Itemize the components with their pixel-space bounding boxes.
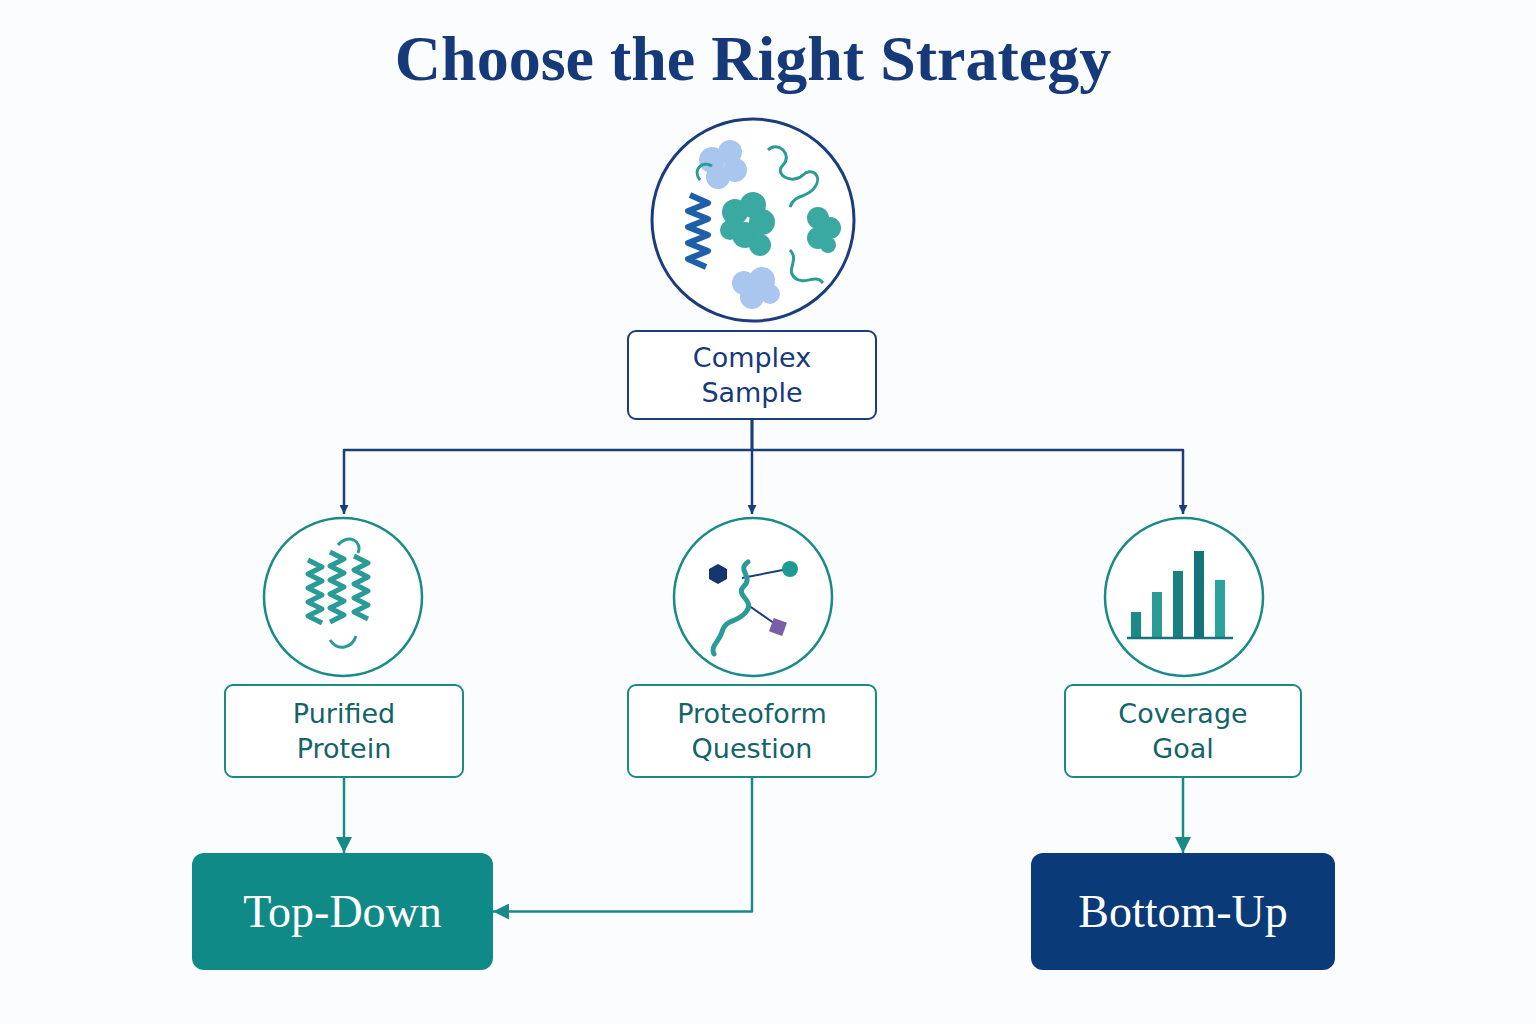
square-mod (769, 618, 787, 636)
teal-blob (720, 192, 841, 256)
diagram-title: Choose the Right Strategy (0, 22, 1506, 96)
coverage-icon (1105, 518, 1263, 676)
coil (697, 164, 823, 283)
bar (1194, 551, 1204, 638)
sample-illustration (652, 119, 854, 321)
bar (1173, 571, 1183, 638)
protein-icon (264, 518, 422, 676)
sample-circle (652, 119, 854, 321)
node-label: Coverage Goal (1093, 696, 1273, 766)
node-label: Complex Sample (662, 340, 842, 410)
label-box: Purified Protein (224, 684, 464, 778)
source-box: Complex Sample (627, 115, 877, 420)
helix (688, 195, 708, 267)
axis (1127, 637, 1233, 640)
flow-arrow (343, 778, 346, 853)
condition-box: Coverage Goal (1064, 514, 1302, 778)
bar (1152, 592, 1162, 638)
bar (1215, 580, 1225, 638)
icon-circle (674, 518, 832, 676)
flow-arrow (493, 778, 752, 912)
label-box: Coverage Goal (1064, 684, 1302, 778)
strategy-box: Bottom-Up (1031, 853, 1335, 970)
proteoform-icon (674, 518, 832, 676)
strategy-label: Bottom-Up (1078, 885, 1288, 938)
circle-mod (782, 561, 798, 577)
node-label: Proteoform Question (662, 696, 842, 766)
bar (1131, 612, 1141, 638)
label-box: Proteoform Question (627, 684, 877, 778)
strategy-box: Top-Down (192, 853, 493, 970)
helix (308, 539, 368, 647)
coil (768, 147, 818, 207)
node-label: Purified Protein (254, 696, 434, 766)
condition-box: Purified Protein (224, 514, 464, 778)
flow-arrow (344, 420, 752, 514)
strategy-label: Top-Down (243, 885, 442, 938)
icon-circle (1105, 518, 1263, 676)
hexagon-mod (709, 564, 727, 584)
condition-box: Proteoform Question (627, 514, 877, 778)
flow-arrow (1182, 778, 1185, 853)
icon-circle (264, 518, 422, 676)
flow-arrow (752, 420, 1183, 514)
label-box: Complex Sample (627, 330, 877, 420)
